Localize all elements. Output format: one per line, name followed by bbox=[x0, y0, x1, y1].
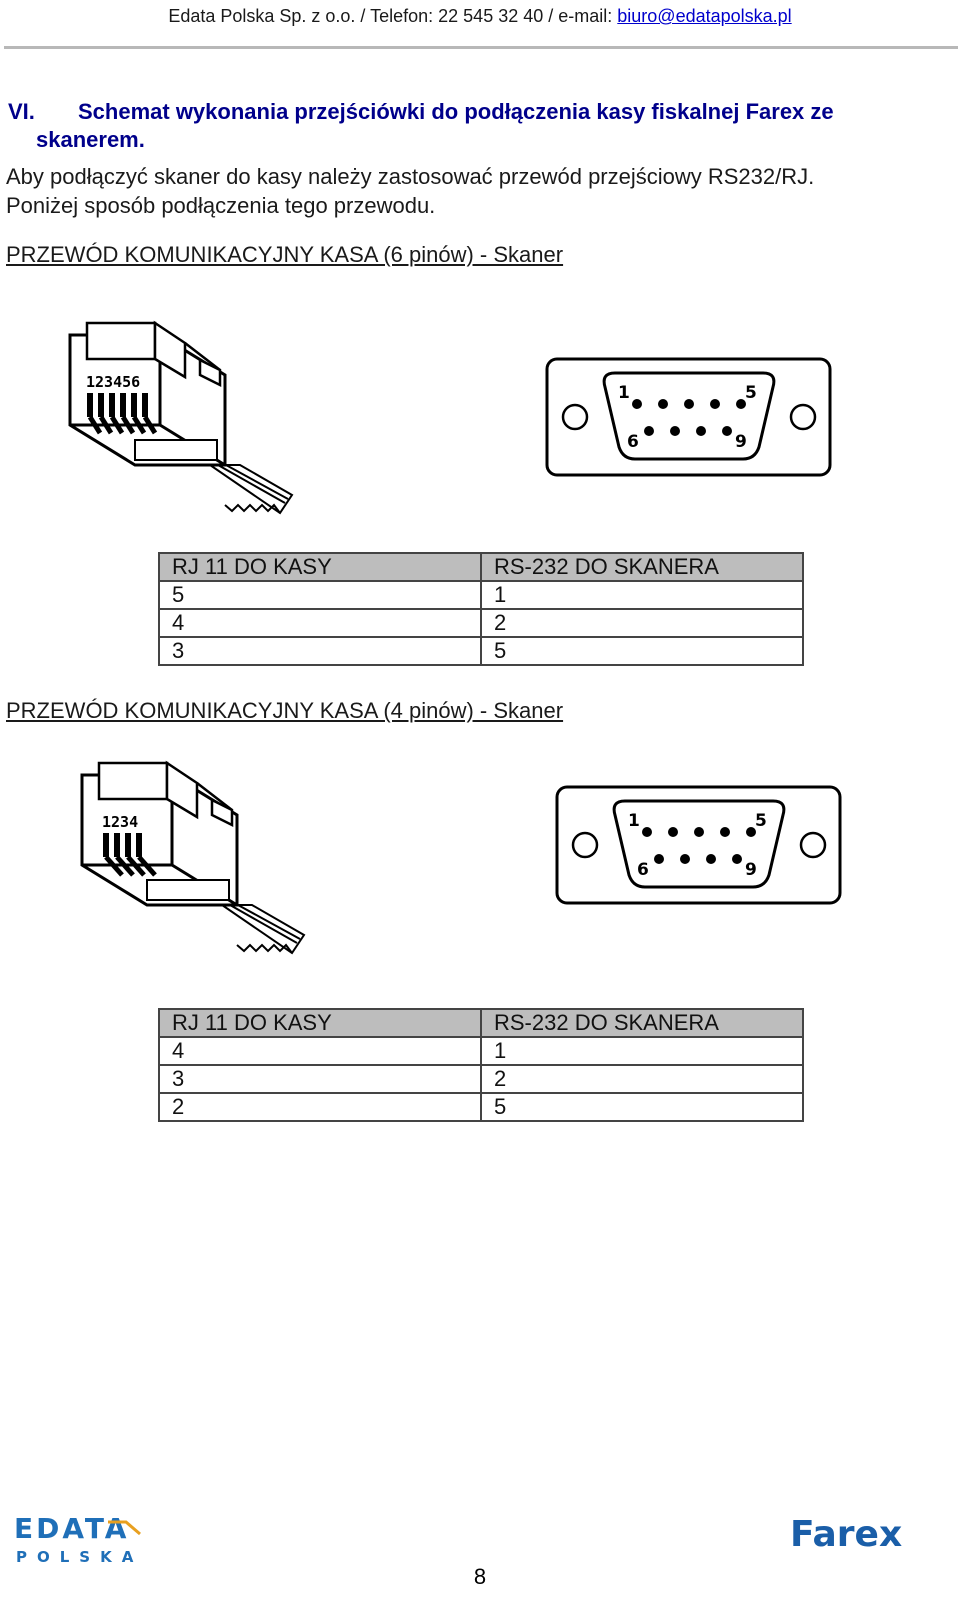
polska-logo-text: POLSKA bbox=[16, 1548, 143, 1566]
db9-pin1-label: 1 bbox=[628, 811, 640, 831]
intro-line1: Aby podłączyć skaner do kasy należy zast… bbox=[6, 164, 815, 189]
table-cell: 1 bbox=[480, 580, 804, 610]
col-header-rj11: RJ 11 DO KASY bbox=[158, 552, 482, 582]
section-heading: VI. Schemat wykonania przejściówki do pod… bbox=[8, 98, 948, 154]
db9-pin9-label: 9 bbox=[735, 432, 747, 452]
table-cell: 2 bbox=[480, 608, 804, 638]
rj11-6pin-connector-diagram: 123456 bbox=[68, 320, 294, 515]
table-cell: 5 bbox=[480, 636, 804, 666]
edata-logo-text: EDATA bbox=[14, 1512, 129, 1545]
farex-logo: Farex bbox=[790, 1514, 902, 1555]
cable4-title: PRZEWÓD KOMUNIKACYJNY KASA (4 pinów) - S… bbox=[6, 698, 564, 723]
intro-line2: Poniżej sposób podłączenia tego przewodu… bbox=[6, 193, 436, 218]
col-header-rj11: RJ 11 DO KASY bbox=[158, 1008, 482, 1038]
edata-polska-logo: EDATA POLSKA bbox=[14, 1512, 143, 1566]
db9-pin1-label: 1 bbox=[618, 383, 630, 403]
rj11-4pin-pin-labels: 1234 bbox=[102, 813, 138, 831]
table-cell: 4 bbox=[158, 608, 482, 638]
db9-connector-diagram-2: 1 5 6 9 bbox=[555, 785, 842, 905]
rj11-4pin-connector-diagram: 1234 bbox=[80, 760, 306, 955]
farex-logo-text: Farex bbox=[790, 1514, 902, 1555]
db9-pin5-label: 5 bbox=[745, 383, 757, 403]
rj11-6pin-pin-labels: 123456 bbox=[86, 373, 140, 391]
header-divider bbox=[4, 46, 958, 49]
page-number: 8 bbox=[473, 1564, 487, 1589]
table-header-row: RJ 11 DO KASY RS-232 DO SKANERA bbox=[158, 1008, 804, 1038]
col-header-rs232: RS-232 DO SKANERA bbox=[480, 552, 804, 582]
section-title-line1: Schemat wykonania przejściówki do podłąc… bbox=[78, 99, 834, 124]
section-title-line2: skanerem. bbox=[36, 127, 145, 152]
table-header-row: RJ 11 DO KASY RS-232 DO SKANERA bbox=[158, 552, 804, 582]
table-cell: 5 bbox=[480, 1092, 804, 1122]
table-cell: 4 bbox=[158, 1036, 482, 1066]
db9-pin5-label: 5 bbox=[755, 811, 767, 831]
section-number: VI. bbox=[8, 99, 35, 124]
col-header-rs232: RS-232 DO SKANERA bbox=[480, 1008, 804, 1038]
table-cell: 2 bbox=[158, 1092, 482, 1122]
intro-paragraph: Aby podłączyć skaner do kasy należy zast… bbox=[6, 162, 956, 220]
table-cell: 1 bbox=[480, 1036, 804, 1066]
header-company: Edata Polska Sp. z o.o. / Telefon: 22 54… bbox=[168, 6, 613, 26]
db9-pin9-label: 9 bbox=[745, 860, 757, 880]
table-cell: 2 bbox=[480, 1064, 804, 1094]
table-cell: 5 bbox=[158, 580, 482, 610]
header-email-link[interactable]: biuro@edatapolska.pl bbox=[617, 6, 792, 26]
table-cell: 3 bbox=[158, 636, 482, 666]
cable6-title: PRZEWÓD KOMUNIKACYJNY KASA (6 pinów) - S… bbox=[6, 242, 564, 267]
page-header: Edata Polska Sp. z o.o. / Telefon: 22 54… bbox=[0, 6, 960, 27]
db9-pin6-label: 6 bbox=[627, 432, 639, 452]
db9-connector-diagram-1: 1 5 6 9 bbox=[545, 357, 832, 477]
db9-pin6-label: 6 bbox=[637, 860, 649, 880]
table-cell: 3 bbox=[158, 1064, 482, 1094]
